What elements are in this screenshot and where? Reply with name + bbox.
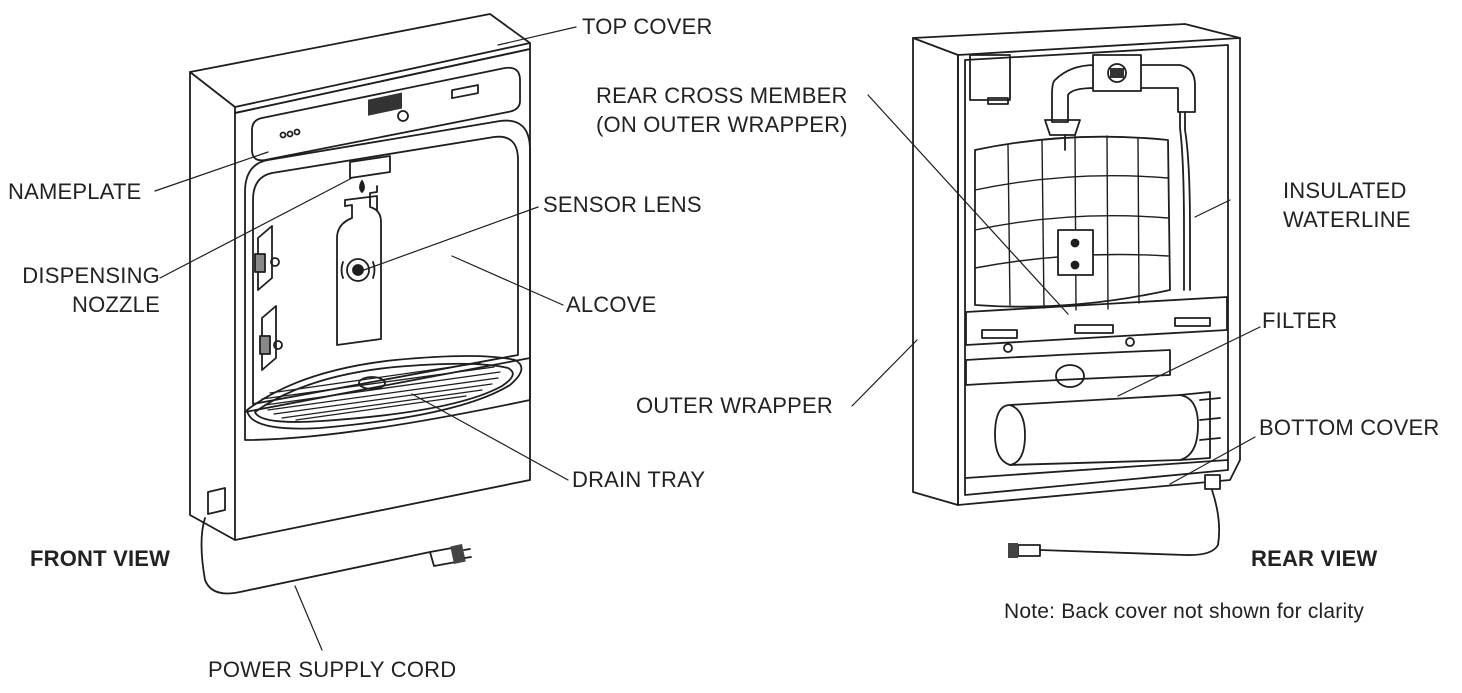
waterline-fittings <box>1051 64 1196 123</box>
rear-unit <box>851 23 1261 558</box>
nameplate-led <box>397 110 409 122</box>
sensor-lens <box>346 258 370 282</box>
label-bottom-cover: BOTTOM COVER <box>1259 415 1440 440</box>
front-view-title: FRONT VIEW <box>30 546 171 571</box>
rear-power-cord <box>1039 489 1221 556</box>
nameplate-logo <box>368 92 402 116</box>
label-filter: FILTER <box>1262 308 1338 333</box>
label-sensor-lens: SENSOR LENS <box>543 192 702 217</box>
label-outer-wrapper: OUTER WRAPPER <box>636 393 833 418</box>
label-power-supply-cord: POWER SUPPLY CORD <box>208 657 457 682</box>
drain-tray-grate <box>261 362 501 421</box>
drain-tray <box>246 355 523 430</box>
label-dispensing-nozzle-line1: DISPENSING <box>22 263 160 288</box>
insulated-waterline <box>1184 111 1191 291</box>
label-rear-cross-member-line1: REAR CROSS MEMBER <box>596 83 848 108</box>
outer-wrapper <box>912 37 959 506</box>
label-alcove: ALCOVE <box>566 292 657 317</box>
rear-view-title: REAR VIEW <box>1251 546 1378 571</box>
front-unit <box>154 13 577 651</box>
label-insulated-waterline-line1: INSULATED <box>1283 178 1407 203</box>
label-rear-cross-member-line2: (ON OUTER WRAPPER) <box>596 112 848 137</box>
rear-view-note: Note: Back cover not shown for clarity <box>1004 600 1365 623</box>
alcove-inner <box>252 135 519 405</box>
power-supply-cord <box>200 517 431 595</box>
label-nameplate: NAMEPLATE <box>8 179 142 204</box>
label-insulated-waterline-line2: WATERLINE <box>1283 207 1411 232</box>
nameplate-panel <box>251 66 521 162</box>
dispensing-nozzle <box>349 155 391 179</box>
label-drain-tray: DRAIN TRAY <box>572 467 706 492</box>
rear-cross-member <box>965 296 1228 346</box>
label-dispensing-nozzle-line2: NOZZLE <box>72 292 160 317</box>
label-top-cover: TOP COVER <box>582 14 713 39</box>
front-left-side <box>189 71 236 541</box>
bottle-graphic <box>336 185 382 346</box>
chiller-grid <box>974 135 1171 308</box>
